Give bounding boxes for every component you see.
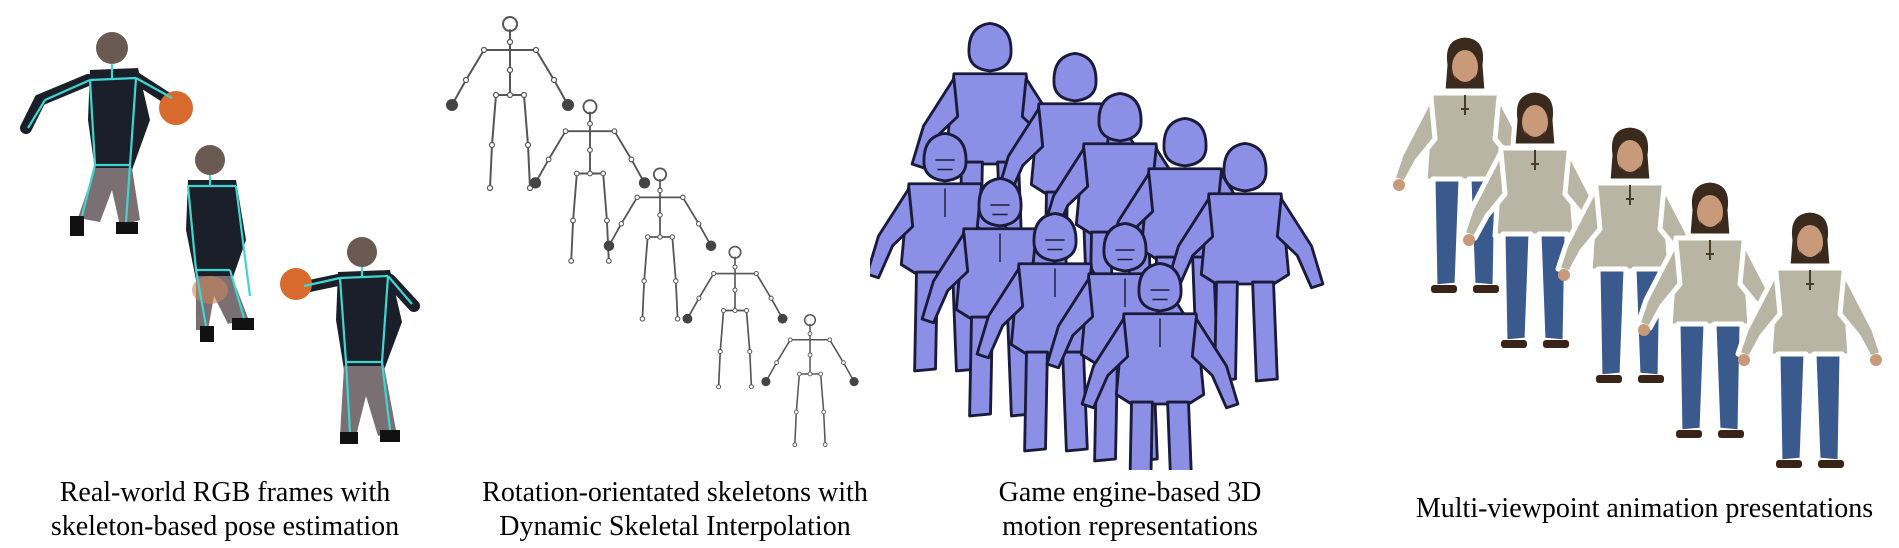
caption-rgb-pose: Real-world RGB frames with skeleton-base… bbox=[0, 476, 450, 544]
skeleton-figure bbox=[446, 16, 574, 192]
skeleton-figure bbox=[761, 313, 859, 448]
mesh-figure bbox=[1080, 261, 1240, 470]
caption-line: Multi-viewpoint animation presentations bbox=[1415, 493, 1874, 524]
caption-line: Real-world RGB frames with bbox=[59, 477, 391, 508]
panel-multi-view: Multi-viewpoint animation presentations bbox=[1390, 0, 1899, 548]
game-engine-illustration bbox=[870, 21, 1325, 470]
person-frame-2 bbox=[186, 145, 254, 342]
character-view bbox=[1460, 87, 1610, 348]
character-view bbox=[1735, 207, 1885, 468]
skeleton-interp-illustration bbox=[446, 16, 859, 448]
caption-line: Rotation-orientated skeletons with bbox=[482, 477, 868, 508]
character-view bbox=[1390, 32, 1540, 293]
panel-game-engine: Game engine-based 3D motion representati… bbox=[870, 0, 1390, 548]
caption-skeleton-interp: Rotation-orientated skeletons with Dynam… bbox=[440, 476, 910, 544]
caption-multi-view: Multi-viewpoint animation presentations bbox=[1390, 492, 1899, 526]
person-frame-3 bbox=[280, 237, 420, 444]
multi-view-illustration bbox=[1390, 32, 1885, 468]
skeleton-figure bbox=[603, 167, 717, 322]
caption-line: Game engine-based 3D bbox=[998, 477, 1262, 508]
character-view bbox=[1555, 122, 1705, 383]
person-frame-1 bbox=[20, 32, 193, 236]
caption-line: Dynamic Skeletal Interpolation bbox=[499, 511, 851, 542]
skeleton-figure bbox=[682, 245, 788, 390]
caption-line: skeleton-based pose estimation bbox=[50, 511, 400, 542]
caption-line: motion representations bbox=[1002, 511, 1258, 542]
character-view bbox=[1635, 177, 1785, 438]
panel-skeleton-interp: Rotation-orientated skeletons with Dynam… bbox=[440, 0, 910, 548]
panel-rgb-pose: Real-world RGB frames with skeleton-base… bbox=[0, 0, 450, 548]
mesh-figure bbox=[1165, 141, 1325, 383]
skeleton-figure bbox=[529, 99, 651, 264]
rgb-pose-illustration bbox=[20, 32, 420, 444]
caption-game-engine: Game engine-based 3D motion representati… bbox=[870, 476, 1390, 544]
